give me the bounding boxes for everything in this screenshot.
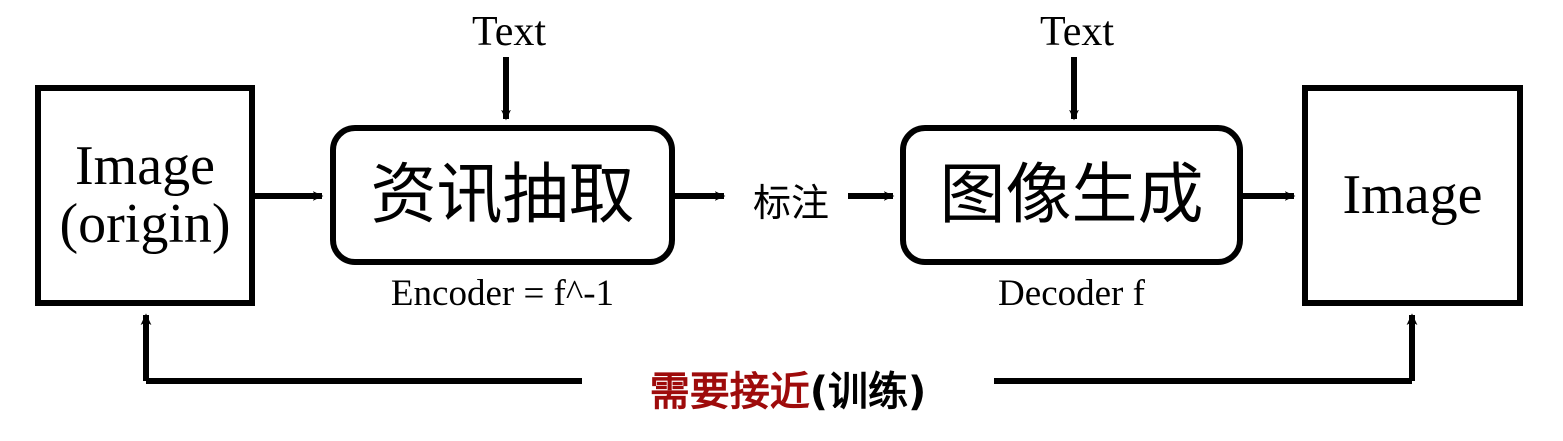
image-origin-box	[35, 85, 255, 306]
decoder-box	[900, 125, 1243, 265]
image-output-box	[1302, 85, 1523, 306]
encoder-box	[330, 125, 675, 265]
